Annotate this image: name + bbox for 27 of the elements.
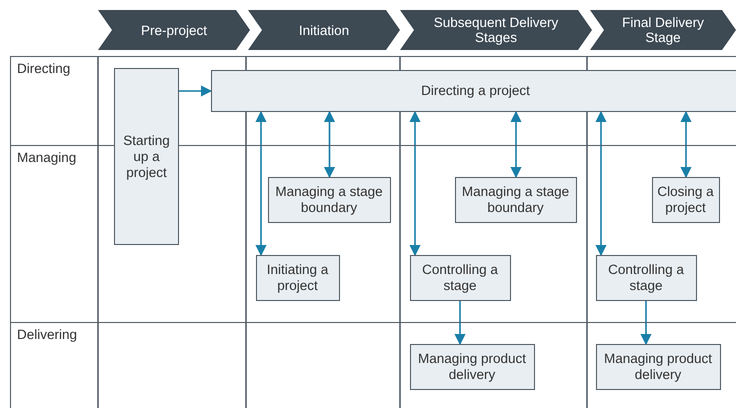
double-arrow bbox=[510, 110, 522, 178]
process-box: Managing a stage boundary bbox=[268, 176, 390, 222]
double-arrow bbox=[324, 110, 336, 178]
double-arrow bbox=[409, 110, 421, 256]
lane-label: Delivering bbox=[17, 327, 78, 343]
process-box: Closing a project bbox=[652, 176, 720, 222]
stage-header-tab: Final Delivery Stage bbox=[590, 10, 736, 50]
lane-label: Directing bbox=[17, 61, 70, 77]
arrow bbox=[454, 301, 466, 346]
swimlane bbox=[10, 322, 736, 408]
process-box: Managing product delivery bbox=[596, 344, 720, 390]
process-box: Directing a project bbox=[210, 70, 736, 112]
process-box: Starting up a project bbox=[114, 68, 179, 245]
process-box: Initiating a project bbox=[256, 254, 340, 300]
stage-header-tab: Pre-project bbox=[98, 10, 250, 50]
double-arrow bbox=[680, 110, 692, 178]
arrow bbox=[640, 301, 652, 346]
double-arrow bbox=[255, 110, 267, 256]
lane-label: Managing bbox=[17, 150, 76, 166]
arrow bbox=[179, 85, 212, 97]
stage-header-tab: Initiation bbox=[248, 10, 400, 50]
process-box: Controlling a stage bbox=[410, 254, 510, 300]
process-box: Controlling a stage bbox=[596, 254, 696, 300]
stage-header-tab: Subsequent Delivery Stages bbox=[400, 10, 592, 50]
double-arrow bbox=[595, 110, 607, 256]
process-box: Managing a stage boundary bbox=[454, 176, 576, 222]
process-box: Managing product delivery bbox=[410, 344, 534, 390]
